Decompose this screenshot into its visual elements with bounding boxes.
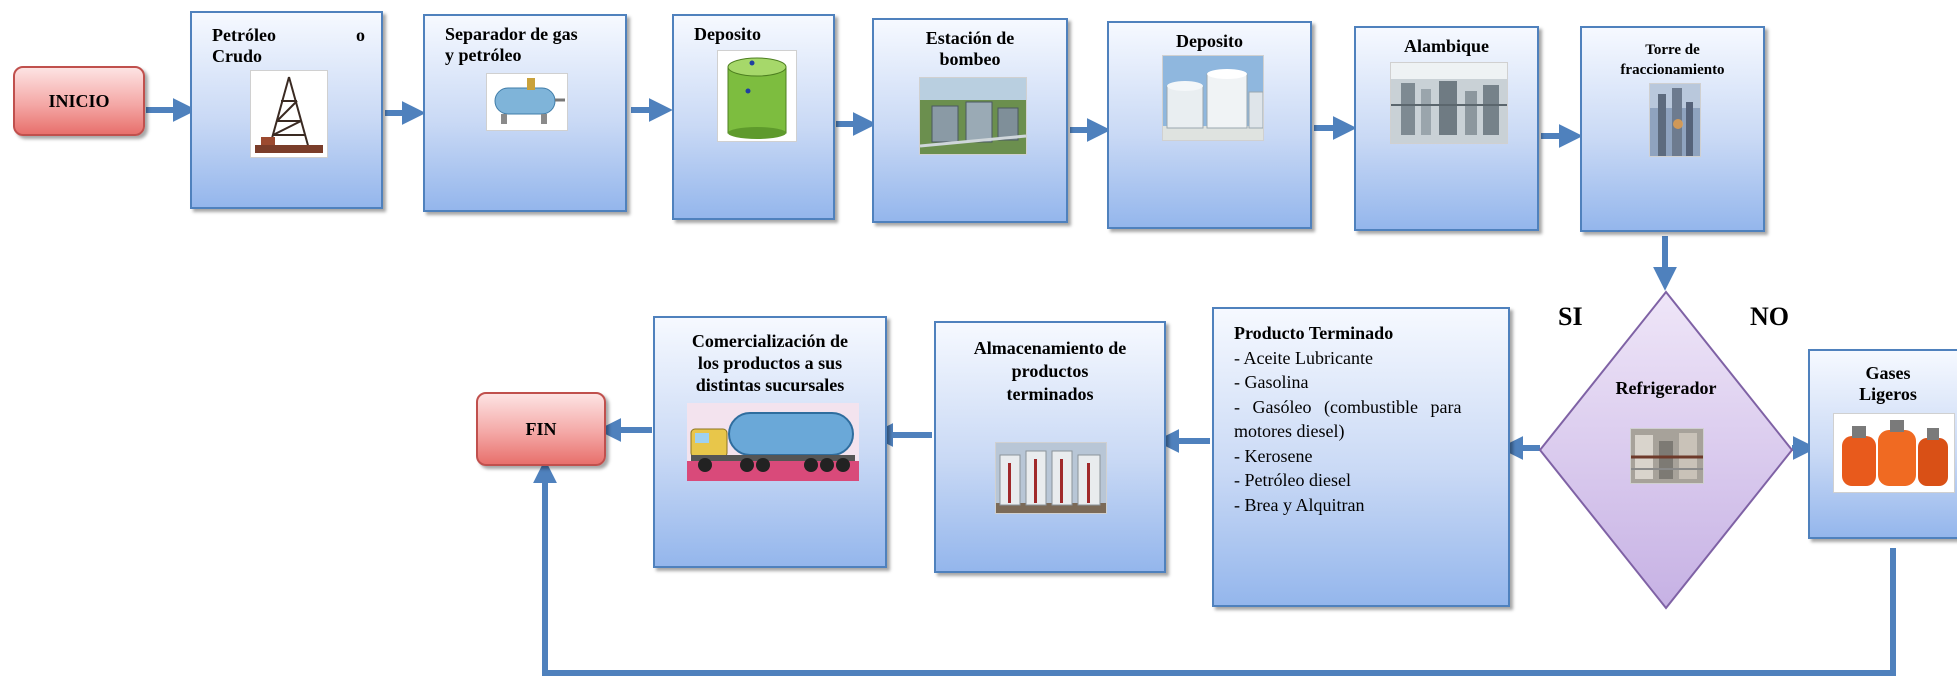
pumping-station-image <box>919 77 1027 155</box>
step-title: Separador de gas y petróleo <box>445 24 578 65</box>
still-distillery-image <box>1390 62 1508 144</box>
storage-silos-image <box>995 442 1107 514</box>
decision-label: Refrigerador <box>1615 378 1717 398</box>
storage-tank-image <box>717 50 797 142</box>
step-almacenamiento: Almacenamiento de productos terminados <box>934 321 1166 573</box>
step-title: Gases Ligeros <box>1859 363 1917 404</box>
decision-yes-label: SI <box>1558 302 1583 331</box>
start-terminal: INICIO <box>13 66 145 136</box>
product-item: - Brea y Alquitran <box>1234 494 1365 515</box>
step-estacion-bombeo: Estación de bombeo <box>872 18 1068 223</box>
end-terminal: FIN <box>476 392 606 466</box>
step-title: Alambique <box>1403 36 1490 56</box>
product-item: - Gasolina <box>1234 372 1309 392</box>
step-petroleo-crudo: Petróleo o Crudo <box>190 11 383 209</box>
product-item: - Gasóleo (combustible para <box>1234 396 1462 417</box>
tanker-truck-image <box>687 403 859 481</box>
fractionation-tower-image <box>1649 83 1701 157</box>
gas-separator-image <box>486 73 568 131</box>
end-label: FIN <box>525 418 557 439</box>
step-deposito-2: Deposito <box>1107 21 1312 229</box>
step-producto-terminado: Producto Terminado - Aceite Lubricante -… <box>1212 307 1510 607</box>
storage-tanks-image <box>1162 55 1264 141</box>
product-item: - Kerosene <box>1234 445 1313 466</box>
step-separador: Separador de gas y petróleo <box>423 14 627 212</box>
gas-cylinders-image <box>1833 413 1955 493</box>
decision-no-label: NO <box>1750 302 1789 331</box>
step-title: Estación de bombeo <box>925 28 1015 69</box>
step-title: Almacenamiento de productos terminados <box>973 338 1127 404</box>
step-torre-fraccionamiento: Torre de fraccionamiento <box>1580 26 1765 232</box>
product-item: - Aceite Lubricante <box>1234 347 1373 368</box>
step-title: Comercialización de los productos a sus … <box>691 331 849 395</box>
product-item: motores diesel) <box>1234 421 1345 441</box>
step-comercializacion: Comercialización de los productos a sus … <box>653 316 887 568</box>
start-label: INICIO <box>48 90 110 111</box>
step-title: Torre de fraccionamiento <box>1620 42 1725 78</box>
step-alambique: Alambique <box>1354 26 1539 231</box>
arrow-gases-fin <box>533 459 1896 676</box>
step-deposito-1: Deposito <box>672 14 835 220</box>
product-list: Producto Terminado - Aceite Lubricante -… <box>1234 321 1492 517</box>
step-title: Petróleo o Crudo <box>212 25 365 66</box>
oil-derrick-image <box>250 70 328 158</box>
refrigerator-plant-image <box>1630 428 1704 484</box>
step-gases-ligeros: Gases Ligeros <box>1808 349 1957 539</box>
product-list-title: Producto Terminado <box>1234 323 1394 343</box>
product-item: - Petróleo diesel <box>1234 470 1351 490</box>
step-title: Deposito <box>694 24 761 44</box>
step-title: Deposito <box>1176 31 1243 51</box>
